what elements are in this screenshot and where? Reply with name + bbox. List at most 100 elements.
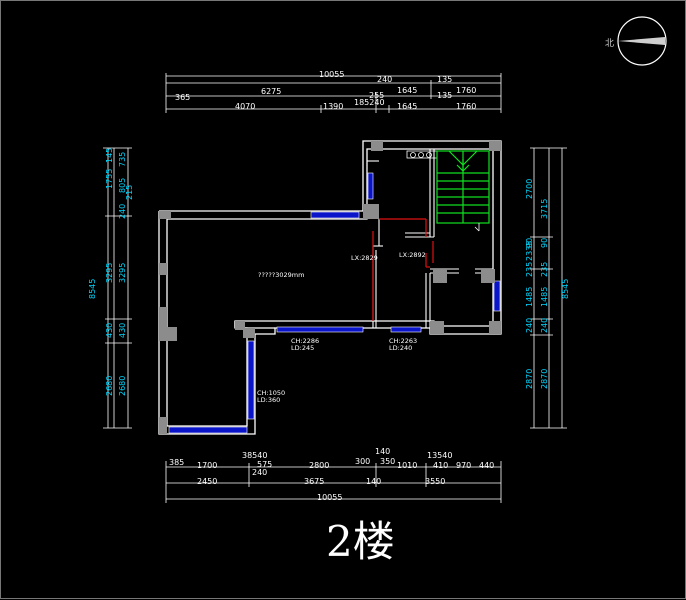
left-dim-240: 240 [118,204,127,219]
bottom-dim-2800: 2800 [309,461,329,470]
left-dim-3295a: 3295 [105,263,114,283]
column [243,328,255,338]
window-upper-left [367,172,374,200]
column [363,204,379,219]
top-dim-1760b: 1760 [456,102,476,111]
top-dim-1645b: 1645 [397,102,417,111]
floor-title: 2楼 [326,517,395,566]
columns [159,141,501,434]
north-label: 北 [605,38,614,49]
right-dim-235a: 235 [525,262,534,277]
red-openings [372,218,434,321]
right-dim-240b: 240 [540,318,549,333]
left-dim-805: 805 [118,178,127,193]
bottom-dim-38540: 38540 [242,451,267,460]
column [489,141,501,151]
staircase[interactable] [436,150,490,224]
top-dim-365: 365 [175,93,190,102]
bottom-dim-970: 970 [456,461,471,470]
fixture-circles [410,152,432,158]
column [371,141,383,151]
top-dim-240: 240 [377,75,392,84]
left-dim-215: 215 [125,185,134,200]
column [167,327,177,341]
exterior-walls [158,140,502,435]
bottom-dim-140b: 140 [366,477,381,486]
left-dim-145: 145 [105,148,114,163]
bottom-dim-1700: 1700 [197,461,217,470]
bottom-dim-410: 410 [433,461,448,470]
bottom-dim-440: 440 [479,461,494,470]
right-dim-235b: 235 [540,262,549,277]
left-dim-430b: 430 [118,323,127,338]
column [235,321,245,330]
windows [168,172,501,434]
column [159,263,167,275]
main-room-label: ?????3029mm [258,271,304,279]
top-dim-255: 255 [369,91,384,100]
bottom-dim-240: 240 [252,468,267,477]
window-lower-right [247,340,255,420]
top-dim-4070: 4070 [235,102,255,111]
left-dim-1755: 1755 [105,169,114,189]
right-dim-1485b: 1485 [540,287,549,307]
window-top [310,211,360,219]
bottom-dim-350: 350 [380,457,395,466]
right-dim-90a: 90 [525,238,534,248]
left-dim-total: 8545 [88,279,97,299]
opening-lx-right-label: LX:2892 [399,251,426,259]
column [159,417,167,434]
top-dimension-lines [165,73,502,113]
top-dim-1645a: 1645 [397,86,417,95]
column [481,269,495,283]
bottom-dim-140a: 140 [375,447,390,456]
right-dim-90b: 90 [540,238,549,248]
column [159,307,167,341]
top-dim-1390: 1390 [323,102,343,111]
right-dim-2335: 2335 [525,241,534,261]
bottom-dim-1010: 1010 [397,461,417,470]
right-dim-2700: 2700 [525,179,534,199]
opening-2-ch-label: CH:2263 [389,337,417,345]
column [430,321,444,334]
stair-arrow [474,223,480,232]
column [433,269,447,283]
window-bottom-2 [390,326,422,333]
right-dimension-lines [530,147,567,429]
bottom-dim-2450: 2450 [197,477,217,486]
column [489,321,501,334]
opening-lx-left-label: LX:2829 [351,254,378,262]
opening-1-ch-label: CH:2286 [291,337,319,345]
top-dim-185240: 185240 [354,98,385,107]
right-dim-1485a: 1485 [525,287,534,307]
right-dim-240a: 240 [525,318,534,333]
top-dim-6275: 6275 [261,87,281,96]
bottom-dimension-lines [165,461,502,503]
bottom-dim-575: 575 [257,460,272,469]
bottom-dim-385: 385 [169,458,184,467]
bottom-dim-total: 10055 [317,493,342,502]
left-dim-3295b: 3295 [118,263,127,283]
bottom-dim-13540: 13540 [427,451,452,460]
left-dim-2680b: 2680 [118,376,127,396]
top-dim-135a: 135 [437,75,452,84]
right-dim-3715: 3715 [540,199,549,219]
left-dim-2680a: 2680 [105,376,114,396]
opening-3-ch-label: CH:1050 [257,389,285,397]
top-dim-1760a: 1760 [456,86,476,95]
top-dim-135b: 135 [437,91,452,100]
right-dim-2870b: 2870 [540,369,549,389]
column [159,211,171,219]
bottom-dim-300: 300 [355,457,370,466]
left-dimension-lines [103,147,132,429]
window-bottom-1 [276,326,364,333]
window-lower-bottom [168,426,248,434]
bottom-dim-3550: 3550 [425,477,445,486]
bottom-dim-3675: 3675 [304,477,324,486]
opening-1-ld-label: LD:245 [291,344,314,352]
north-arrow-needle [618,37,665,45]
right-dim-2870a: 2870 [525,369,534,389]
left-dim-735: 735 [118,152,127,167]
